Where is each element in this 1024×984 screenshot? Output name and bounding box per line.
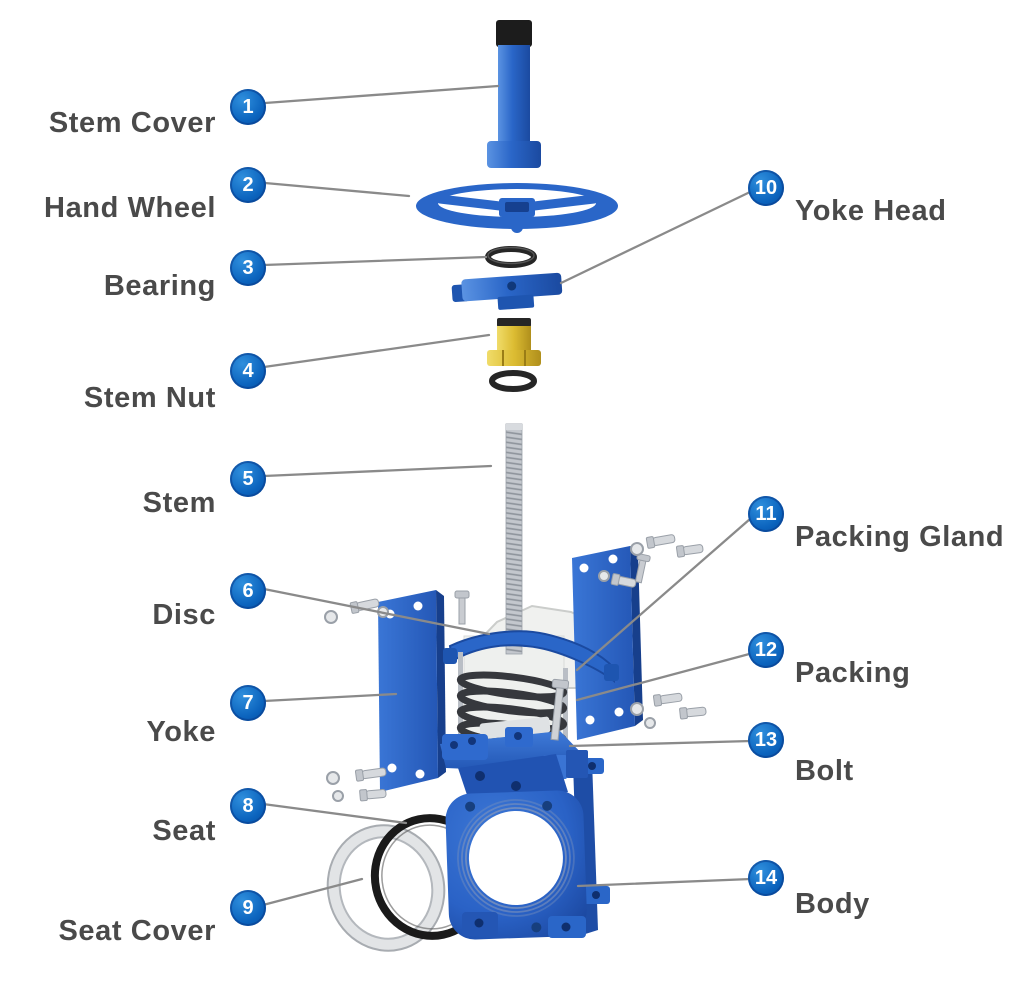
badge-8: 8 — [230, 788, 266, 824]
badge-7: 7 — [230, 685, 266, 721]
badge-11: 11 — [748, 496, 784, 532]
label-stem: Stem — [142, 487, 216, 519]
label-disc: Disc — [152, 599, 216, 631]
label-seat: Seat — [152, 815, 216, 847]
badge-14: 14 — [748, 860, 784, 896]
label-yoke: Yoke — [146, 716, 216, 748]
label-bolt: Bolt — [795, 755, 854, 787]
bolt-fasteners — [324, 534, 707, 802]
leader-lines — [261, 84, 755, 907]
label-stem-nut: Stem Nut — [83, 382, 216, 414]
label-body: Body — [795, 888, 870, 920]
label-bearing: Bearing — [103, 270, 216, 302]
badge-1: 1 — [230, 89, 266, 125]
badge-4: 4 — [230, 353, 266, 389]
yoke-plate-right — [572, 546, 643, 740]
badge-10: 10 — [748, 170, 784, 206]
badge-6: 6 — [230, 573, 266, 609]
yoke-plate-left — [378, 590, 446, 792]
packing-gland-part — [443, 630, 619, 684]
badge-2: 2 — [230, 167, 266, 203]
stem-nut-part — [487, 318, 541, 392]
washers — [324, 542, 656, 802]
badge-3: 3 — [230, 250, 266, 286]
stem-part — [505, 423, 523, 655]
badge-12: 12 — [748, 632, 784, 668]
badge-13: 13 — [748, 722, 784, 758]
label-seat-cover: Seat Cover — [58, 915, 216, 947]
label-packing: Packing — [795, 657, 911, 689]
stem-cover-part — [487, 20, 541, 168]
yoke-head-part — [451, 272, 563, 310]
label-hand-wheel: Hand Wheel — [44, 192, 216, 224]
badge-5: 5 — [230, 461, 266, 497]
seat-cover-part — [326, 824, 446, 952]
badge-9: 9 — [230, 890, 266, 926]
body-part — [440, 716, 610, 940]
label-yoke-head: Yoke Head — [795, 195, 947, 227]
hand-wheel-part — [416, 183, 618, 233]
label-packing-gland: Packing Gland — [795, 521, 1005, 553]
label-stem-cover: Stem Cover — [48, 107, 216, 139]
bearing-part — [485, 246, 537, 268]
